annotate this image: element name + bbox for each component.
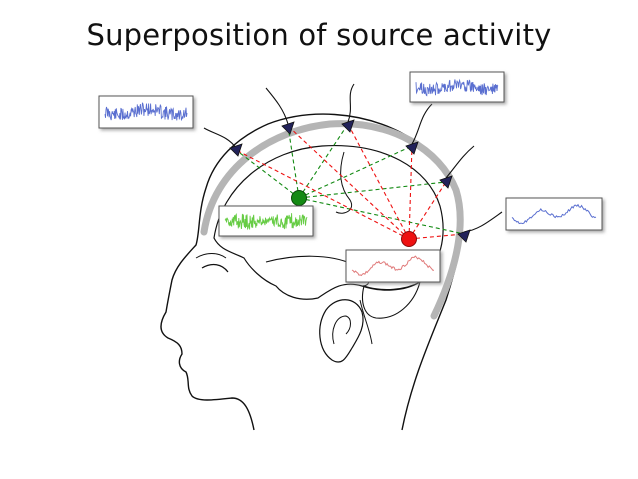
- ear-inner: [332, 315, 351, 345]
- eye-stroke: [201, 263, 229, 273]
- triangle-electrode-icon: [439, 175, 453, 189]
- triangle-electrode-icon: [229, 143, 243, 157]
- eeg-trace-blue: [511, 203, 597, 225]
- trace-box-red: [345, 249, 441, 283]
- trace-box-green: [218, 205, 314, 237]
- red-source-lines: [235, 123, 465, 240]
- brow-stroke: [195, 253, 227, 259]
- green-source-lines: [235, 123, 465, 235]
- electrodes: [229, 119, 471, 243]
- eeg-trace-blue: [415, 78, 499, 97]
- slide-title: Superposition of source activity: [86, 18, 552, 52]
- ear-outline: [319, 299, 364, 363]
- brain-outline: [213, 145, 444, 300]
- triangle-electrode-icon: [281, 121, 295, 135]
- cerebellum-outline: [361, 280, 421, 319]
- green-source-dot: [291, 190, 307, 206]
- skull-band: [200, 120, 464, 320]
- trace-box-top-right: [409, 71, 505, 103]
- source-trace-red: [351, 255, 434, 277]
- trace-box-right: [505, 197, 603, 231]
- triangle-electrode-icon: [405, 141, 419, 155]
- central-sulcus-line: [335, 151, 352, 214]
- triangle-electrode-icon: [341, 119, 355, 133]
- source-trace-green: [224, 212, 308, 231]
- red-source-dot: [401, 231, 417, 247]
- trace-box-left: [98, 95, 194, 129]
- brainstem-line: [359, 299, 373, 345]
- eeg-trace-blue: [104, 102, 188, 122]
- triangle-electrode-icon: [457, 229, 471, 243]
